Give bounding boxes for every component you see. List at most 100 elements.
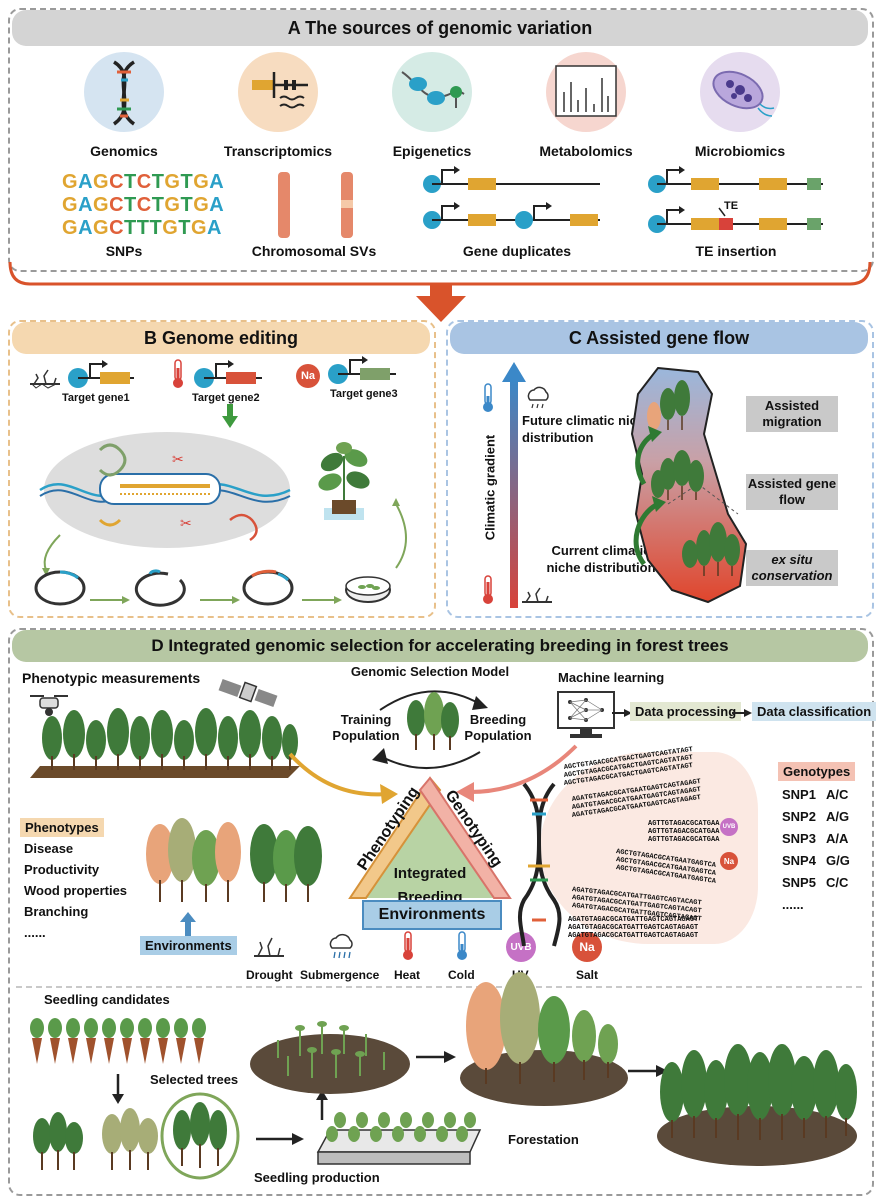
seq-uvb-icon: UVB <box>720 818 738 836</box>
transcriptomics-icon <box>238 52 318 132</box>
omics-label-genomics: Genomics <box>90 143 158 159</box>
target-gene3-diagram <box>328 356 396 384</box>
forestation-stand <box>460 972 628 1106</box>
ml-arrow <box>612 709 632 717</box>
panel-d-title: D Integrated genomic selection for accel… <box>12 630 868 662</box>
omics-label-metabolomics: Metabolomics <box>539 143 633 159</box>
phenotype-trees <box>146 818 322 902</box>
phenotype-item: Branching <box>24 904 89 919</box>
svg-text:✂: ✂ <box>172 451 184 467</box>
seq-line: AGATGTAGACGCATGATTGAGTCAGTAGAGT <box>568 924 699 932</box>
seq-line: AGTTGTAGACGCATGAA <box>648 828 720 836</box>
section-divider <box>16 986 862 988</box>
up-arrow-production <box>316 1090 328 1120</box>
assisted-gene-flow-box: Assisted gene flow <box>746 474 838 510</box>
target-gene3-label: Target gene3 <box>330 388 398 400</box>
selected-trees-circle <box>160 1092 240 1180</box>
chromosome-icon-2 <box>341 172 353 238</box>
cold-thermometer-icon-c <box>483 383 493 412</box>
arrow-genotyping <box>456 744 578 802</box>
training-population-label: Training Population <box>332 712 400 743</box>
current-niche-label: Current climatic niche distribution <box>546 543 656 575</box>
genomic-selection-model-label: Genomic Selection Model <box>350 664 510 679</box>
assisted-migration-box: Assisted migration <box>746 396 838 432</box>
variation-label-snps: SNPs <box>105 243 143 259</box>
phenotype-item: Productivity <box>24 862 100 877</box>
phenotype-item: Wood properties <box>24 883 128 898</box>
epigenetics-icon <box>392 52 472 132</box>
arrow-phenotyping <box>288 752 398 804</box>
gs-cycle <box>372 690 488 770</box>
sodium-icon-b: Na <box>296 364 320 388</box>
planted-field <box>250 1021 410 1094</box>
stress-label-heat: Heat <box>394 968 421 982</box>
omics-label-microbiomics: Microbiomics <box>694 143 786 159</box>
env-up-arrow <box>180 912 196 936</box>
panel-b <box>8 320 436 618</box>
sequence-panel <box>540 752 758 944</box>
seedling-candidates-row <box>30 1018 206 1064</box>
data-processing-tag: Data processing <box>630 702 742 721</box>
seq-lines: AGCTGTAGACGCATGACTGAGTCAGTATAGT AGCTGTAG… <box>560 746 750 946</box>
phenotypes-list: Disease Productivity Wood properties Bra… <box>24 838 127 943</box>
mature-forest <box>657 1044 857 1166</box>
salt-icon: Na <box>572 932 602 962</box>
panel-c-title: C Assisted gene flow <box>450 322 868 354</box>
cold-icon <box>457 931 467 960</box>
phenotypes-title: Phenotypes <box>20 818 104 837</box>
snp-seq-2: GAGCTCTGTGA <box>62 194 225 216</box>
arrow-to-forest <box>628 1065 668 1077</box>
omics-label-epigenetics: Epigenetics <box>392 143 472 159</box>
seedling-production-tray <box>316 1112 482 1165</box>
plantlet-icon <box>318 442 370 520</box>
seq-line: AGTTGTAGACGCATGAA <box>648 820 720 828</box>
stress-label-cold: Cold <box>448 968 475 982</box>
rain-cloud-icon-c <box>527 386 549 409</box>
microbiomics-icon <box>700 52 780 132</box>
snp-seq-1: GAGCTCTGTGA <box>62 171 225 193</box>
chromosome-icon-1 <box>278 172 290 238</box>
dna-helix <box>517 782 562 947</box>
drought-icon <box>254 937 284 957</box>
seedling-candidates-label: Seedling candidates <box>44 992 170 1007</box>
phenotype-item: Disease <box>24 841 74 856</box>
seedling-production-label: Seedling production <box>254 1170 380 1185</box>
climatic-gradient-label: Climatic gradient <box>482 434 498 541</box>
drone-icon <box>30 695 68 716</box>
target-gene1-diagram <box>68 360 134 388</box>
seq-line: AGATGTAGACGCATGATTGAGTCAGTAGAGT <box>568 932 699 940</box>
satellite-icon <box>218 678 278 708</box>
seq-na-icon: Na <box>720 852 738 870</box>
gene-duplicates-diagram <box>423 166 600 229</box>
selected-trees-label: Selected trees <box>150 1072 239 1087</box>
variation-label-chromosomal-svs: Chromosomal SVs <box>251 243 377 259</box>
panel-d <box>8 628 874 1196</box>
drought-icon-c <box>522 587 552 603</box>
environments-tag: Environments <box>140 936 237 955</box>
tri-environments-bar: Environments <box>362 900 502 930</box>
integrated-breeding-triangle <box>348 776 512 899</box>
metabolomics-icon <box>546 52 626 132</box>
phenotypic-measurements-label: Phenotypic measurements <box>22 670 201 686</box>
phenotype-item: ...... <box>24 925 46 940</box>
plasmid-cycle <box>34 498 407 607</box>
computer-icon <box>557 691 615 738</box>
data-arrow <box>732 709 752 717</box>
arrow-to-production <box>256 1133 304 1145</box>
climatic-gradient-arrow <box>502 362 526 608</box>
target-gene2-diagram <box>194 360 262 388</box>
target-gene1-label: Target gene1 <box>62 392 130 404</box>
panel-c <box>446 320 874 618</box>
data-classification-tag: Data classification <box>752 702 877 721</box>
genotype-row: ...... <box>782 897 804 912</box>
selected-small-trees <box>33 1108 158 1170</box>
te-label: TE <box>724 200 739 212</box>
heat-icon-b <box>173 359 183 388</box>
heat-thermometer-icon-c <box>483 575 493 604</box>
forest-stand-top <box>30 708 300 778</box>
